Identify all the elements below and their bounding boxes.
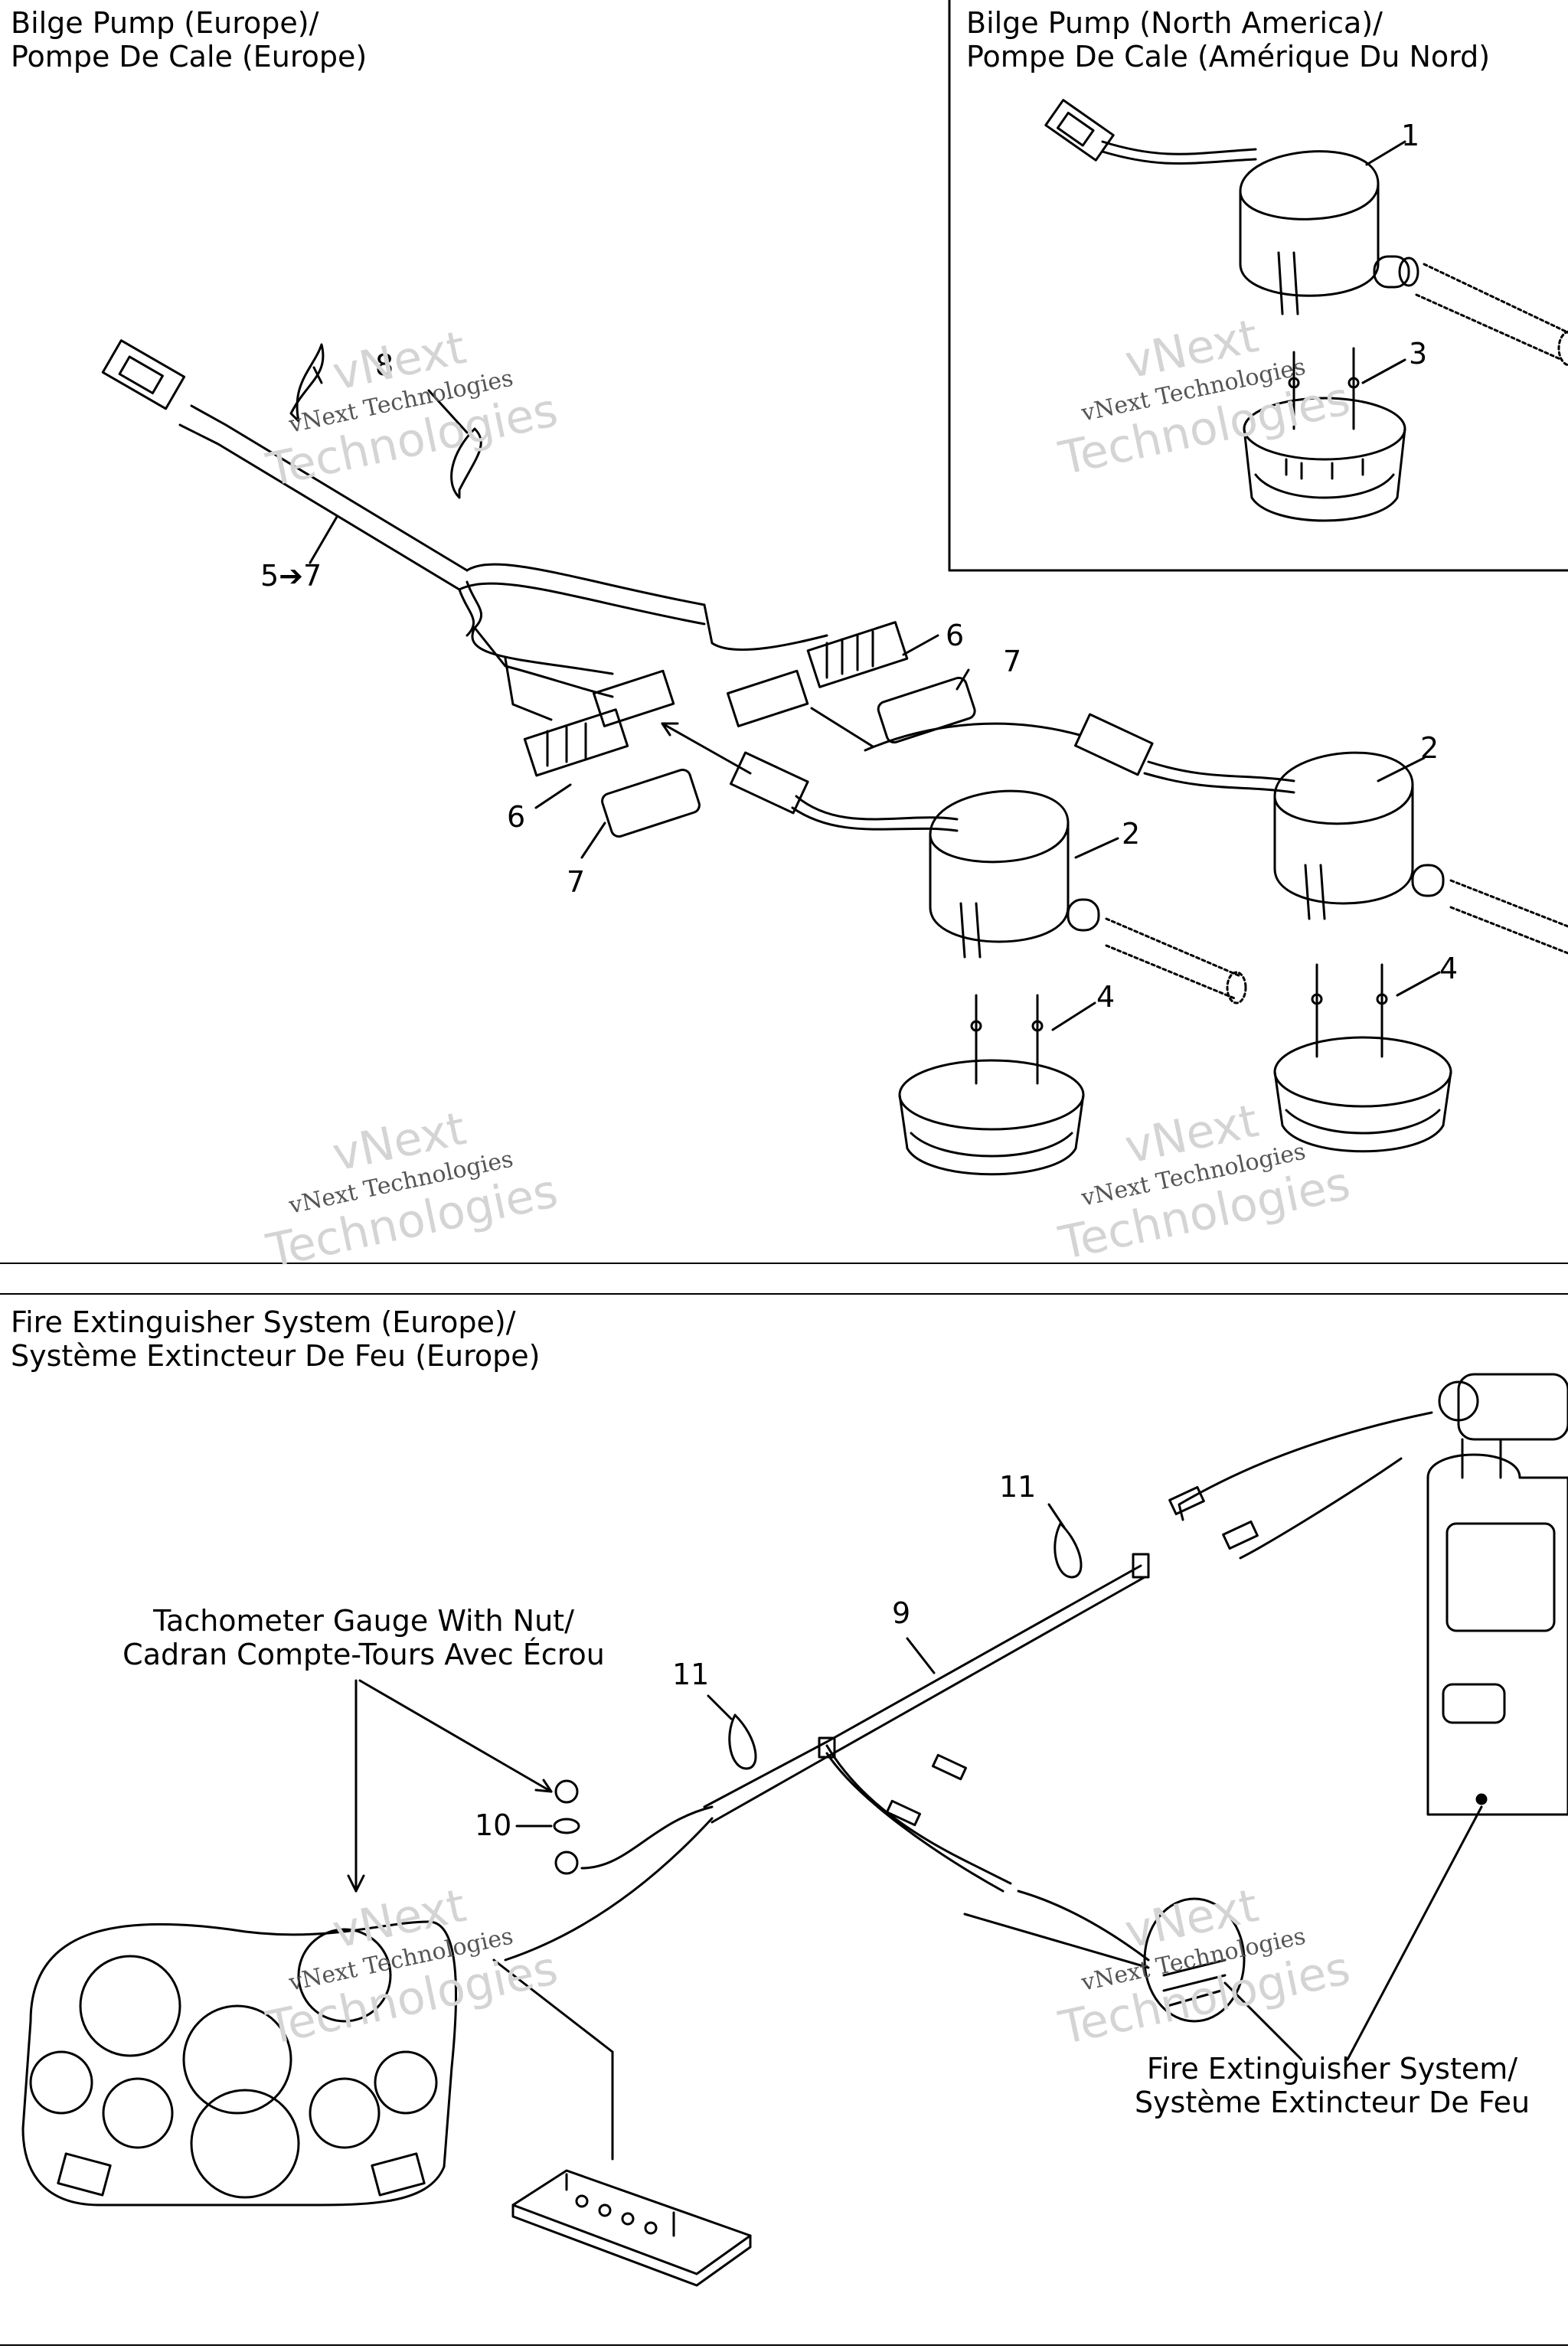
tachometer-callout-line2: Cadran Compte-Tours Avec Écrou <box>122 1638 605 1671</box>
tachometer-callout: Tachometer Gauge With Nut/ Cadran Compte… <box>88 1604 639 1671</box>
part-number-4a: 4 <box>1096 980 1116 1014</box>
arrow-upper-mid <box>810 707 874 748</box>
arrow-lower-mid <box>661 722 752 775</box>
leader-57 <box>309 515 338 564</box>
leader-11b <box>707 1694 733 1720</box>
fire-system-arrows <box>1223 1805 1483 2061</box>
tach-arrows <box>347 1679 553 1893</box>
extinguisher-valve <box>1438 1373 1568 1441</box>
extinguisher-bottle <box>1426 1438 1568 1816</box>
na-outlet-hose <box>1415 263 1568 367</box>
part-number-10: 10 <box>475 1808 512 1842</box>
nut-washer-10 <box>515 1779 580 1875</box>
part-number-7a: 7 <box>1003 645 1022 678</box>
part-number-2b: 2 <box>1420 731 1439 765</box>
europe-main-connector <box>101 339 186 410</box>
fire-system-callout-line1: Fire Extinguisher System/ <box>1146 2052 1518 2086</box>
fire-title: Fire Extinguisher System (Europe)/ Systè… <box>11 1305 540 1373</box>
leader-7a <box>956 668 970 691</box>
europe-harness <box>178 404 828 721</box>
leader-4b <box>1396 971 1441 997</box>
part-number-1: 1 <box>1401 119 1420 152</box>
fire-tie-11a <box>1054 1522 1083 1579</box>
fire-tie-11b <box>728 1713 757 1770</box>
tachometer-callout-line1: Tachometer Gauge With Nut/ <box>153 1604 574 1638</box>
leader-3 <box>1361 358 1406 384</box>
europe-connector-6-upper <box>806 621 909 688</box>
fire-plugs <box>818 1485 1259 1827</box>
europe-hose-2b <box>1449 879 1568 955</box>
bilge-europe-title-line2: Pompe De Cale (Europe) <box>11 40 368 74</box>
dashboard-panel <box>21 1920 458 2207</box>
leader-11a <box>1047 1503 1066 1529</box>
bilge-na-title: Bilge Pump (North America)/ Pompe De Cal… <box>966 6 1490 74</box>
fire-title-line1: Fire Extinguisher System (Europe)/ <box>11 1305 516 1339</box>
europe-pump-2a <box>929 789 1100 959</box>
europe-connector-right-pump <box>864 713 1295 794</box>
fire-control-button <box>1143 1897 1246 2023</box>
leader-2a <box>1074 837 1119 859</box>
leader-6b <box>534 783 572 809</box>
europe-connector-mid <box>593 669 809 727</box>
europe-hose-2a <box>1105 917 1247 1004</box>
part-number-11a: 11 <box>999 1470 1037 1504</box>
europe-connector-lower-pump <box>729 751 959 832</box>
bilge-europe-title-line1: Bilge Pump (Europe)/ <box>11 6 319 40</box>
part-number-8: 8 <box>375 348 394 382</box>
bilge-europe-title: Bilge Pump (Europe)/ Pompe De Cale (Euro… <box>11 6 367 74</box>
arrow-head-1 <box>661 722 679 737</box>
fire-system-callout-line2: Système Extincteur De Feu <box>1134 2086 1530 2119</box>
leader-2b <box>1377 756 1426 782</box>
fire-title-line2: Système Extincteur De Feu (Europe) <box>11 1339 541 1373</box>
europe-pump-2b <box>1273 751 1445 920</box>
part-number-5-7: 5➔7 <box>260 559 322 593</box>
part-number-9: 9 <box>892 1596 911 1630</box>
leader-1 <box>1365 140 1406 166</box>
part-number-6b: 6 <box>507 800 526 834</box>
part-number-3: 3 <box>1409 337 1428 371</box>
bilge-na-title-line2: Pompe De Cale (Amérique Du Nord) <box>966 40 1491 74</box>
na-connector <box>1044 99 1257 165</box>
na-pump-body <box>1239 150 1419 315</box>
leader-7b <box>580 822 606 859</box>
europe-connector-7-lower <box>601 768 701 838</box>
europe-base-4a <box>898 994 1085 1176</box>
part-number-7b: 7 <box>567 865 586 899</box>
part-number-11b: 11 <box>672 1658 710 1691</box>
part-number-4b: 4 <box>1439 952 1459 985</box>
leader-6a <box>902 634 939 656</box>
part-number-6a: 6 <box>946 619 965 652</box>
na-pump-base <box>1243 347 1406 522</box>
europe-connector-6-lower <box>523 708 629 777</box>
part-number-2a: 2 <box>1122 817 1141 851</box>
fire-harness-9 <box>504 1411 1433 1969</box>
fire-system-callout: Fire Extinguisher System/ Système Extinc… <box>1118 2052 1547 2119</box>
europe-tie-8 <box>289 343 482 499</box>
terminal-block <box>492 1958 752 2287</box>
europe-base-4b <box>1273 963 1452 1153</box>
bilge-na-title-line1: Bilge Pump (North America)/ <box>966 6 1383 40</box>
europe-connector-7-upper <box>877 676 976 744</box>
leader-4a <box>1051 1001 1096 1031</box>
leader-9 <box>906 1637 936 1674</box>
